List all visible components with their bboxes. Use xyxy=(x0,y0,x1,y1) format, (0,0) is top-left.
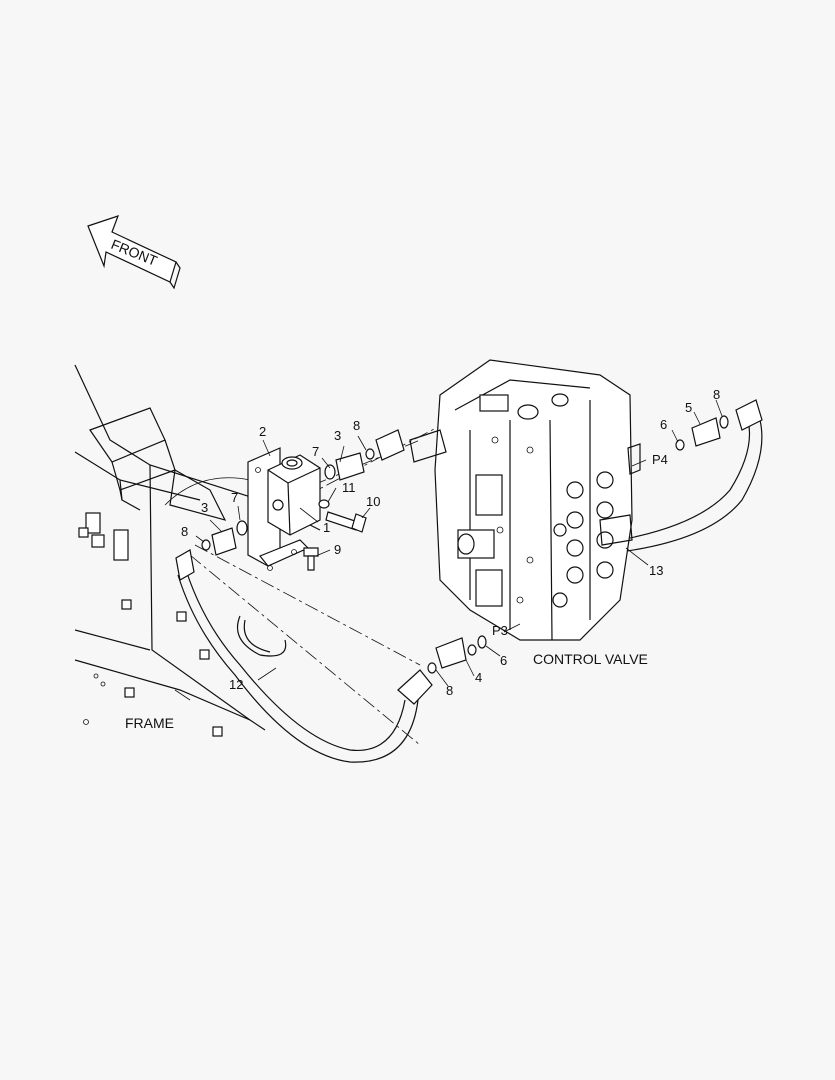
hose-13 xyxy=(619,399,763,553)
callout-6a: 6 xyxy=(500,653,507,668)
bolts xyxy=(303,499,367,571)
callout-6b: 6 xyxy=(660,417,667,432)
valve-ports xyxy=(552,471,614,608)
port-p4: P4 xyxy=(652,452,668,467)
bracket-assembly xyxy=(247,447,321,571)
callout-5: 5 xyxy=(685,400,692,415)
callout-7a: 7 xyxy=(312,444,319,459)
callout-13: 13 xyxy=(649,563,663,578)
callout-7b: 7 xyxy=(231,490,238,505)
callout-10: 10 xyxy=(366,494,380,509)
callout-4: 4 xyxy=(475,670,482,685)
fittings-left xyxy=(201,429,405,556)
callout-8a: 8 xyxy=(353,418,360,433)
control-valve-label: CONTROL VALVE xyxy=(533,651,648,667)
callout-2: 2 xyxy=(259,424,266,439)
callout-11: 11 xyxy=(342,480,356,495)
callout-1: 1 xyxy=(323,520,330,535)
callout-8b: 8 xyxy=(181,524,188,539)
callout-8d: 8 xyxy=(713,387,720,402)
frame-label: FRAME xyxy=(125,715,174,731)
callout-3b: 3 xyxy=(201,500,208,515)
hose-12 xyxy=(175,549,487,763)
callout-8c: 8 xyxy=(446,683,453,698)
callout-3a: 3 xyxy=(334,428,341,443)
callout-9: 9 xyxy=(334,542,341,557)
frame-structure xyxy=(74,364,321,737)
callouts: 2 1 7 3 8 11 10 9 7 3 8 12 8 4 6 P3 P4 6… xyxy=(125,387,720,731)
front-arrow: FRONT xyxy=(87,215,181,290)
callout-12: 12 xyxy=(229,677,243,692)
port-p3: P3 xyxy=(492,623,508,638)
leader-lines xyxy=(195,399,723,687)
control-valve xyxy=(409,359,641,641)
